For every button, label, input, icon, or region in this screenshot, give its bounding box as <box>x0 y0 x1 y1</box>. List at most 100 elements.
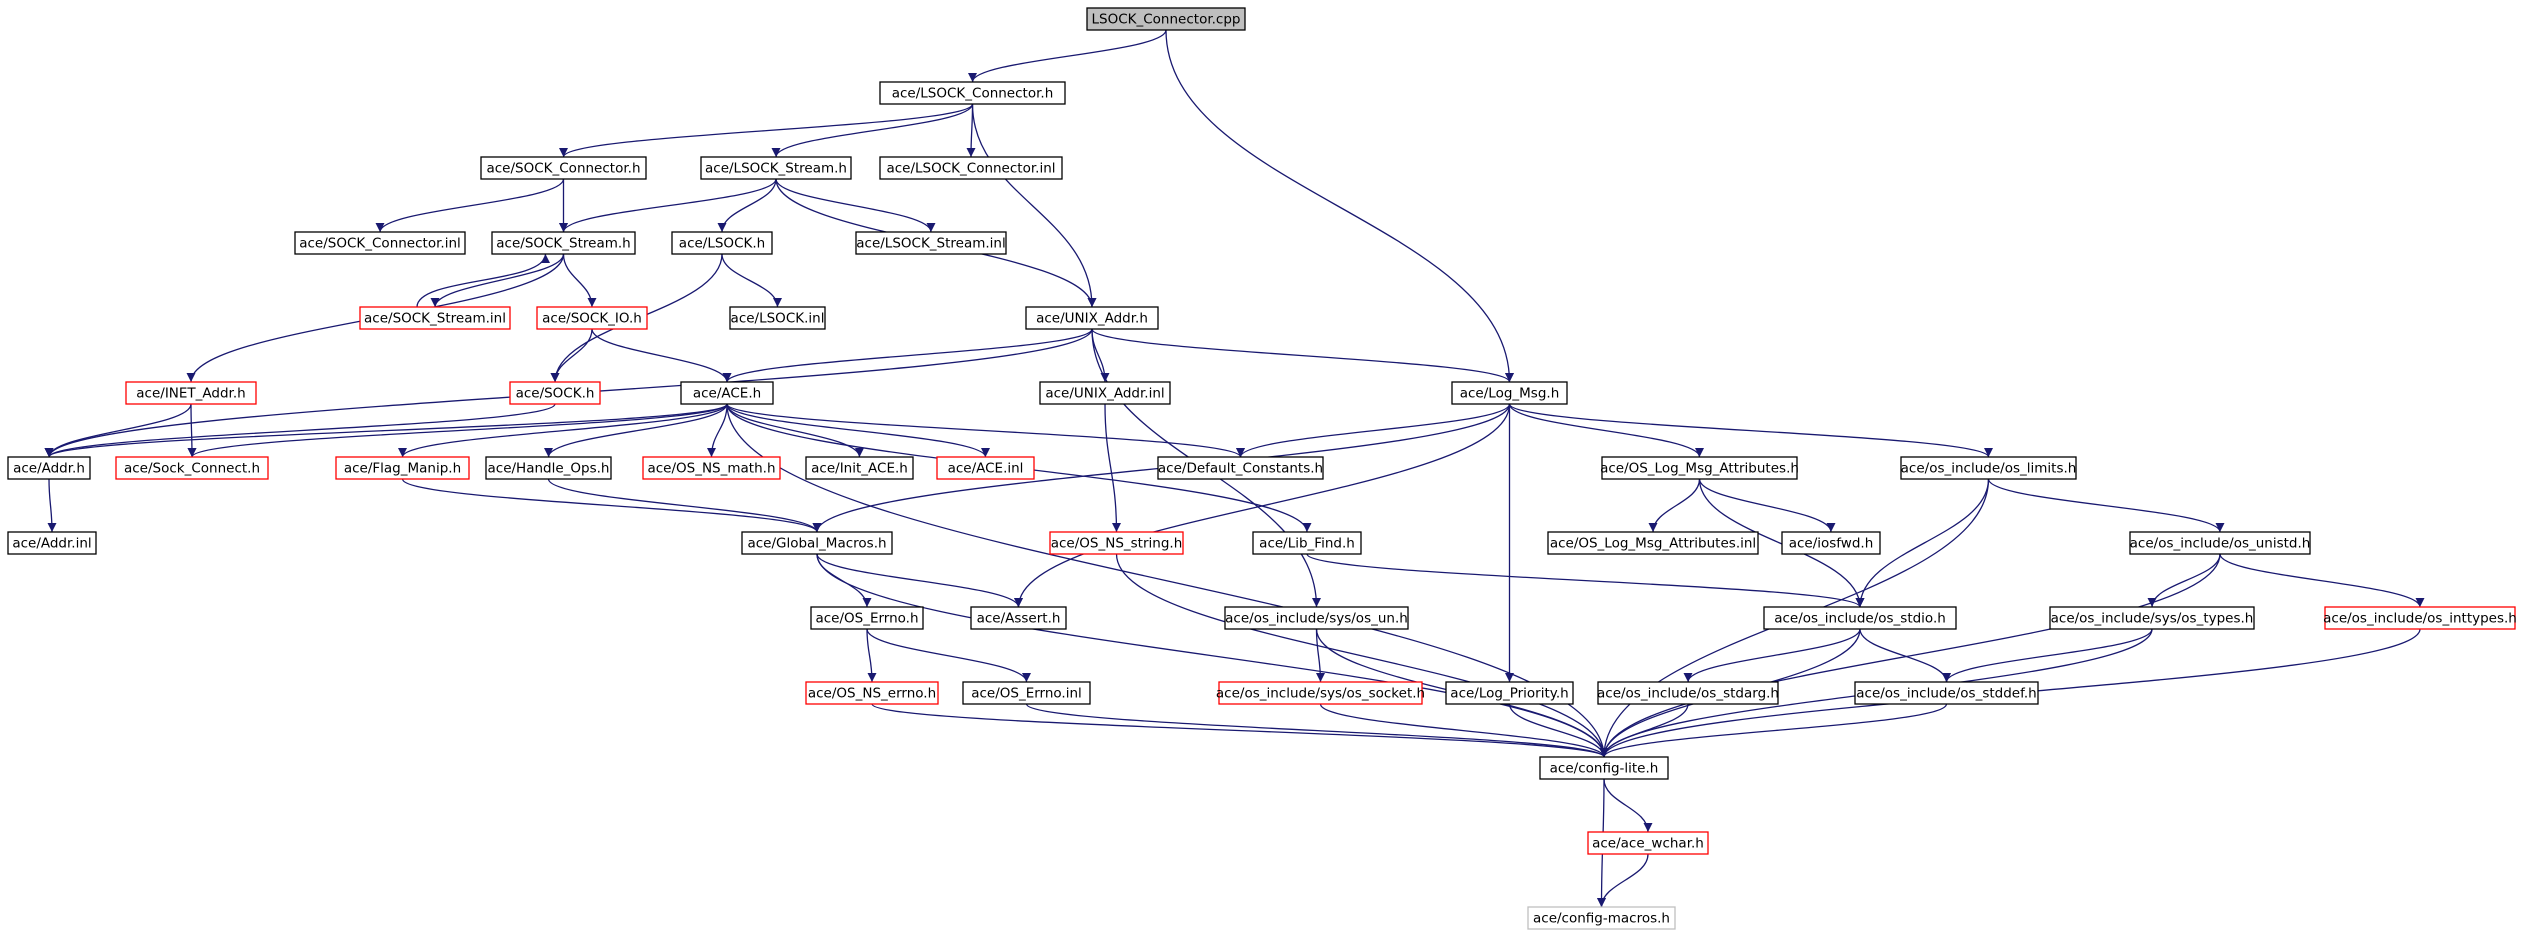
edge-n17-n31 <box>1104 403 1121 533</box>
edge-n49-n50 <box>1597 853 1649 908</box>
file-node-label: ace/OS_NS_errno.h <box>808 686 936 702</box>
edge-n16-n23 <box>707 403 728 458</box>
edge-n14-n19 <box>44 403 192 458</box>
edge-n36-n43 <box>866 628 1031 683</box>
file-node-label: ace/os_include/os_inttypes.h <box>2323 611 2517 627</box>
edge-n16-n21 <box>398 403 728 458</box>
file-node-ace-lsock-connector-h: ace/LSOCK_Connector.h <box>879 81 1066 105</box>
file-nodes: LSOCK_Connector.cppace/LSOCK_Connector.h… <box>7 7 2517 930</box>
file-node-ace-lsock-stream-inl: ace/LSOCK_Stream.inl <box>855 231 1007 255</box>
file-node-ace-lsock-stream-h: ace/LSOCK_Stream.h <box>700 156 852 180</box>
file-node-ace-os-include-sys-os-socket-h: ace/os_include/sys/os_socket.h <box>1216 681 1425 705</box>
edge-n18-n27 <box>1508 403 1704 458</box>
file-node-box <box>962 681 1091 705</box>
file-node-box <box>1086 7 1246 31</box>
edge-n22-n30 <box>547 478 822 533</box>
file-node-label: ace/SOCK_Stream.h <box>496 236 630 252</box>
edge-n2-n4 <box>771 103 974 158</box>
edge-n7-n10 <box>430 253 565 308</box>
edge-n8-n12 <box>721 253 782 308</box>
edge-n27-n39 <box>1698 478 1865 608</box>
file-node-box <box>671 231 773 255</box>
edge-n18-n26 <box>1236 403 1511 458</box>
file-node-label: ace/OS_Errno.h <box>815 611 918 627</box>
file-node-ace-os-log-msg-attributes-h: ace/OS_Log_Msg_Attributes.h <box>1600 456 1799 480</box>
file-node-box <box>294 231 466 255</box>
file-node-box <box>1224 606 1409 630</box>
file-node-label: ace/Log_Priority.h <box>1450 686 1568 702</box>
file-node-label: ace/Sock_Connect.h <box>124 461 260 477</box>
file-node-label: ace/Flag_Manip.h <box>344 461 461 477</box>
edge-n31-n48 <box>1115 553 1609 758</box>
file-node-box <box>1763 606 1957 630</box>
edge-n15-n19 <box>44 403 556 458</box>
file-node-label: ace/SOCK_Connector.h <box>486 161 640 177</box>
edge-n21-n30 <box>401 478 822 533</box>
file-node-box <box>729 306 826 330</box>
file-node-box <box>536 306 648 330</box>
file-node-box <box>1781 531 1881 555</box>
file-node-label: ace/LSOCK_Connector.inl <box>886 161 1055 177</box>
file-node-box <box>1587 831 1709 855</box>
edge-n27-n34 <box>1698 478 1836 533</box>
file-node-ace-sock-connect-h: ace/Sock_Connect.h <box>115 456 269 480</box>
file-node-box <box>115 456 269 480</box>
file-node-box <box>642 456 781 480</box>
edge-n14-n20 <box>187 403 197 458</box>
edge-n16-n20 <box>187 403 728 458</box>
edge-n39-n46 <box>1683 628 1861 683</box>
file-node-ace-init-ace-h: ace/Init_ACE.h <box>805 456 914 480</box>
file-node-box <box>1900 456 2077 480</box>
edge-n13-n18 <box>1091 328 1514 383</box>
file-node-label: ace/LSOCK.inl <box>731 311 825 327</box>
edge-n4-n8 <box>717 178 777 233</box>
edge-n11-n16 <box>591 328 732 383</box>
file-node-label: ace/OS_NS_math.h <box>647 461 775 477</box>
edge-n43-n48 <box>1025 703 1609 758</box>
edge-n16-n25 <box>726 403 990 458</box>
file-node-label: ace/os_include/os_limits.h <box>1901 461 2077 477</box>
file-node-label: ace/os_include/os_stdarg.h <box>1597 686 1779 702</box>
file-node-ace-os-include-sys-os-types-h: ace/os_include/sys/os_types.h <box>2049 606 2255 630</box>
file-node-ace-os-log-msg-attributes-inl: ace/OS_Log_Msg_Attributes.inl <box>1547 531 1759 555</box>
file-node-label: ace/ACE.inl <box>948 461 1024 477</box>
edge-n28-n35 <box>1987 478 2225 533</box>
file-node-label: ace/Default_Constants.h <box>1158 461 1323 477</box>
file-node-ace-sock-h: ace/SOCK.h <box>509 381 601 405</box>
file-node-label: ace/LSOCK_Stream.h <box>705 161 847 177</box>
file-node-label: ace/OS_NS_string.h <box>1051 536 1183 552</box>
file-node-label: ace/Init_ACE.h <box>811 461 908 477</box>
file-node-ace-inet-addr-h: ace/INET_Addr.h <box>125 381 257 405</box>
file-node-ace-ace-h: ace/ACE.h <box>680 381 774 405</box>
file-node-ace-os-include-os-stddef-h: ace/os_include/os_stddef.h <box>1854 681 2039 705</box>
file-node-label: ace/ace_wchar.h <box>1592 836 1704 852</box>
file-node-box <box>970 606 1067 630</box>
file-node-box <box>1527 906 1676 930</box>
file-node-box <box>741 531 893 555</box>
file-node-label: ace/os_include/sys/os_socket.h <box>1216 686 1425 702</box>
file-node-ace-os-include-os-limits-h: ace/os_include/os_limits.h <box>1900 456 2077 480</box>
file-node-box <box>1601 456 1798 480</box>
edge-n47-n48 <box>1599 703 1948 758</box>
file-node-ace-lib-find-h: ace/Lib_Find.h <box>1252 531 1362 555</box>
file-node-box <box>855 231 1007 255</box>
edge-n2-n3 <box>559 103 974 158</box>
file-node-box <box>1451 381 1568 405</box>
file-node-ace-handle-ops-h: ace/Handle_Ops.h <box>485 456 612 480</box>
file-node-box <box>805 681 939 705</box>
file-node-ace-lsock-inl: ace/LSOCK.inl <box>729 306 826 330</box>
file-node-ace-os-include-os-unistd-h: ace/os_include/os_unistd.h <box>2129 531 2311 555</box>
file-node-label: ace/os_include/sys/os_un.h <box>1225 611 1408 627</box>
edge-n28-n39 <box>1855 478 1990 608</box>
file-node-label: ace/OS_Log_Msg_Attributes.h <box>1600 461 1799 477</box>
file-node-ace-addr-h: ace/Addr.h <box>7 456 91 480</box>
edge-n19-n29 <box>47 478 57 533</box>
file-node-box <box>1025 306 1159 330</box>
edge-n4-n9 <box>775 178 936 233</box>
file-node-ace-default-constants-h: ace/Default_Constants.h <box>1157 456 1324 480</box>
file-node-ace-os-include-os-inttypes-h: ace/os_include/os_inttypes.h <box>2323 606 2517 630</box>
file-node-label: ace/SOCK_Connector.inl <box>299 236 461 252</box>
file-node-box <box>485 456 612 480</box>
file-node-ace-os-errno-h: ace/OS_Errno.h <box>810 606 924 630</box>
edge-n18-n37 <box>1014 403 1511 608</box>
